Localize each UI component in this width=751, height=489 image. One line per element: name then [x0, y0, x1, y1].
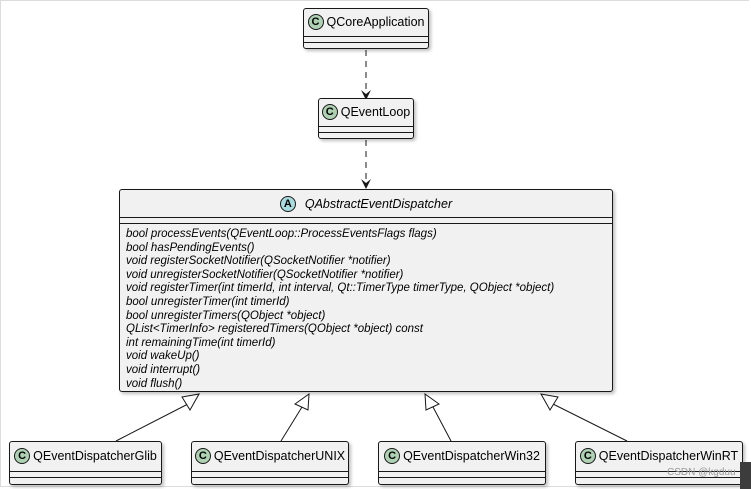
class-divider: [319, 132, 413, 133]
method-item: void wakeUp(): [126, 350, 200, 363]
class-name: QEventDispatcherWinRT: [598, 449, 739, 463]
class-stereotype-icon: C: [321, 104, 338, 120]
class-qcoreapplication[interactable]: C QCoreApplication: [303, 8, 429, 49]
class-stereotype-icon: C: [384, 448, 401, 464]
inheritance-arrowhead-win32: [424, 392, 440, 411]
class-name: QEventDispatcherWin32: [403, 449, 540, 463]
method-item: QList<TimerInfo> registeredTimers(QObjec…: [126, 323, 423, 336]
class-divider: [10, 471, 161, 472]
class-divider: [379, 471, 545, 472]
method-list: bool processEvents(QEventLoop::ProcessEv…: [126, 228, 554, 391]
watermark-text: CSDN @kgduu: [667, 467, 736, 478]
class-header: C QEventDispatcherWinRT: [576, 442, 742, 470]
method-item: int remainingTime(int timerId): [126, 336, 276, 349]
class-qeventdispatcherwinrt[interactable]: C QEventDispatcherWinRT: [575, 441, 743, 485]
class-name: QCoreApplication: [326, 15, 425, 29]
method-item: bool hasPendingEvents(): [126, 241, 255, 254]
method-item: bool unregisterTimers(QObject *object): [126, 309, 326, 322]
class-header: C QEventLoop: [319, 99, 413, 125]
method-item: void unregisterSocketNotifier(QSocketNot…: [126, 268, 404, 281]
class-divider: [120, 223, 612, 224]
inheritance-arrowhead-unix: [294, 392, 310, 411]
class-qabstracteventdispatcher[interactable]: A QAbstractEventDispatcher bool processE…: [119, 189, 613, 392]
class-header: C QCoreApplication: [304, 9, 428, 35]
class-divider: [379, 477, 545, 478]
class-stereotype-icon: C: [14, 448, 31, 464]
method-item: void interrupt(): [126, 363, 201, 376]
class-name: QEventDispatcherGlib: [33, 449, 157, 463]
class-divider: [192, 477, 348, 478]
method-item: void registerSocketNotifier(QSocketNotif…: [126, 255, 391, 268]
method-item: bool unregisterTimer(int timerId): [126, 295, 290, 308]
inheritance-win32: [432, 406, 452, 442]
class-qeventloop[interactable]: C QEventLoop: [318, 98, 414, 139]
class-header: A QAbstractEventDispatcher: [120, 190, 612, 217]
class-divider: [319, 126, 413, 127]
method-item: void registerTimer(int timerId, int inte…: [126, 282, 555, 295]
class-name: QAbstractEventDispatcher: [304, 196, 453, 211]
inheritance-arrowhead-glib: [181, 393, 200, 411]
class-divider: [304, 36, 428, 37]
class-name: QEventDispatcherUNIX: [213, 449, 346, 463]
class-divider: [120, 217, 612, 218]
class-qeventdispatcherwin32[interactable]: C QEventDispatcherWin32: [378, 441, 546, 485]
inheritance-glib: [115, 403, 189, 442]
inheritance-arrowhead-winrt: [540, 393, 559, 411]
class-header: C QEventDispatcherUNIX: [192, 442, 348, 470]
class-header: C QEventDispatcherWin32: [379, 442, 545, 470]
class-divider: [576, 477, 742, 478]
class-divider: [576, 471, 742, 472]
class-stereotype-icon: C: [194, 448, 211, 464]
abstract-stereotype-icon: A: [279, 195, 296, 212]
inheritance-winrt: [552, 403, 628, 442]
class-qeventdispatcherunix[interactable]: C QEventDispatcherUNIX: [191, 441, 349, 485]
method-item: void flush(): [126, 377, 183, 390]
class-qeventdispatcherglib[interactable]: C QEventDispatcherGlib: [9, 441, 162, 485]
class-stereotype-icon: C: [307, 14, 324, 30]
dependency-arrowhead-loop: [361, 90, 371, 100]
scroll-corner: [740, 462, 751, 489]
class-name: QEventLoop: [340, 105, 411, 119]
class-stereotype-icon: C: [579, 448, 596, 464]
class-divider: [304, 42, 428, 43]
method-item: bool processEvents(QEventLoop::ProcessEv…: [126, 228, 437, 240]
inheritance-unix: [280, 406, 303, 442]
class-divider: [192, 471, 348, 472]
class-header: C QEventDispatcherGlib: [10, 442, 161, 470]
class-divider: [10, 477, 161, 478]
dependency-arrowhead-dispatcher: [361, 179, 371, 189]
